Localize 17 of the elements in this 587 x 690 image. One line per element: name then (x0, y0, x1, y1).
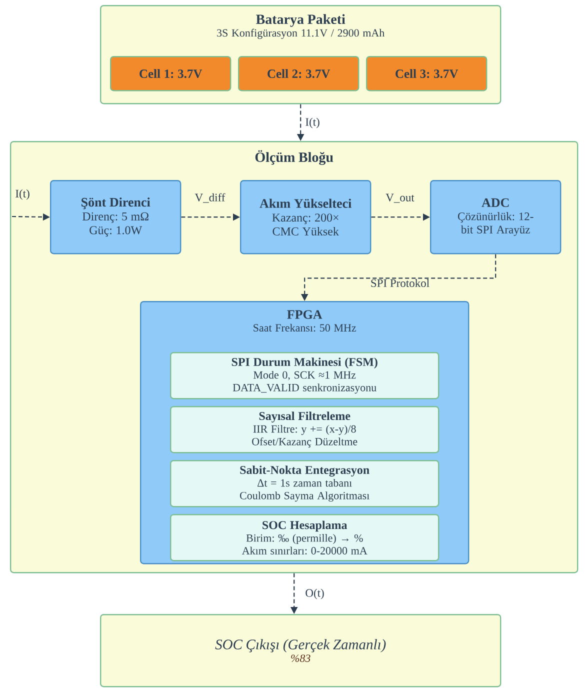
edge-label: I(t) (306, 118, 320, 128)
cell-box: Cell 2: 3.7V (238, 56, 360, 92)
adc-box: ADC Çözünürlük: 12-bit SPI Arayüz (430, 180, 562, 254)
edge-label: V_out (386, 194, 414, 203)
output-box: SOC Çıkışı (Gerçek Zamanlı) %83 (100, 614, 502, 688)
cell-box: Cell 3: 3.7V (366, 56, 488, 92)
module-box: SPI Durum Makinesi (FSM) Mode 0, SCK ≈1 MHz DATA_VALID senkronizasyonu (170, 352, 440, 400)
edge-label: O(t) (306, 588, 324, 600)
cell-box: Cell 1: 3.7V (110, 56, 232, 92)
shunt-resistor-box: Şönt Direnci Direnç: 5 mΩ Güç: 1.0W (50, 180, 182, 254)
module-box: SOC Hesaplama Birim: ‰ (permille) → % Akım sınırları: 0-20000 mA (170, 514, 440, 562)
module-box: Sayısal Filtreleme IIR Filtre: y += (x-y)/8 Ofset/Kazanç Düzeltme (170, 406, 440, 454)
edge-label: SPI Protokol (371, 278, 430, 288)
edge-label: I(t) (16, 189, 30, 200)
module-box: Sabit-Nokta Entegrasyon Δt = 1s zaman tabanı Coulomb Sayma Algoritması (170, 460, 440, 508)
edge-label: V_diff (194, 193, 226, 203)
amplifier-box: Akım Yükselteci Kazanç: 200× CMC Yüksek (240, 180, 372, 254)
